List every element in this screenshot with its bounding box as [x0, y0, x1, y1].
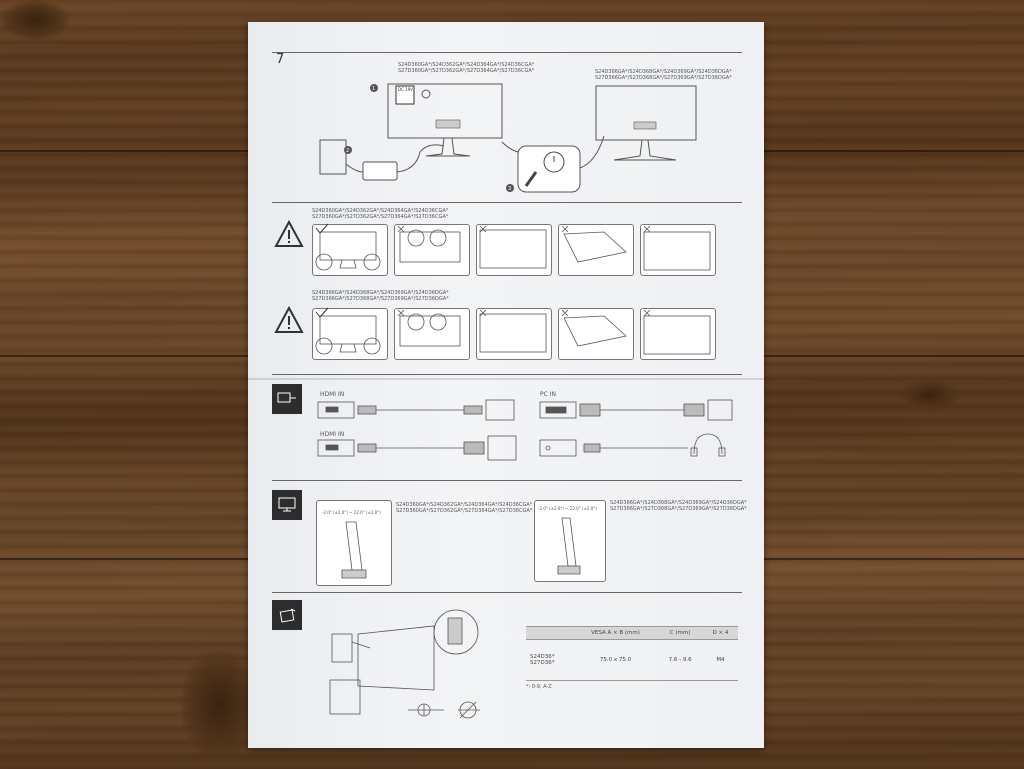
- handling-models-label-1: S24D360GA*/S24D362GA*/S24D364GA*/S24D36C…: [312, 208, 449, 220]
- table-row: S24D36* S27D36* 75.0 x 75.0 7.6 - 9.6 M4: [526, 639, 738, 681]
- instruction-sheet: 7 S24D360GA*/S24D362GA*/S24D364GA*/S24D3…: [248, 22, 764, 748]
- table-header-cell: VESA A × B (mm): [573, 626, 658, 640]
- tilt-angle-right: -2.0° (±2.0°) ~ 22.0° (±2.0°): [538, 506, 597, 511]
- tilt-models-right: S24D366GA*/S24D368GA*/S24D369GA*/S24D36D…: [610, 500, 747, 512]
- models-left-label: S24D360GA*/S24D362GA*/S24D364GA*/S24D36C…: [398, 62, 535, 74]
- handling-models-label-2: S24D366GA*/S24D368GA*/S24D369GA*/S24D36D…: [312, 290, 449, 302]
- paper-fold: [248, 378, 764, 380]
- hdmi-label-2: HDMI IN: [320, 431, 345, 438]
- section-rule: [272, 374, 742, 375]
- table-cell-vesa: 75.0 x 75.0: [573, 639, 658, 681]
- table-header-cell: [526, 626, 574, 640]
- cable-diagrams: [317, 399, 733, 461]
- handling-step-correct: [312, 224, 388, 276]
- step-1-marker: 1: [372, 86, 375, 92]
- section-rule: [272, 480, 742, 481]
- vesa-spec-table: VESA A × B (mm) C (mm) D × 4 S24D36* S27…: [526, 626, 738, 681]
- table-header-cell: C (mm): [657, 626, 703, 640]
- wood-knot: [180, 650, 260, 760]
- wall-mount-section-icon: [272, 600, 302, 630]
- pc-label: PC IN: [540, 391, 556, 398]
- handling-step-wrong-2: [476, 224, 552, 276]
- table-header-row: VESA A × B (mm) C (mm) D × 4: [526, 626, 738, 640]
- step-2-marker: 2: [346, 148, 349, 154]
- warning-icon: [274, 219, 304, 247]
- models-right-label: S24D366GA*/S24D368GA*/S24D369GA*/S24D36D…: [595, 69, 732, 81]
- hdmi-label-1: HDMI IN: [320, 391, 345, 398]
- handling-step-wrong-8: [640, 308, 716, 360]
- tilt-models-left: S24D360GA*/S24D362GA*/S24D364GA*/S24D36C…: [396, 502, 533, 514]
- table-header-cell: D × 4: [702, 626, 738, 640]
- section-rule: [272, 202, 742, 203]
- power-connection-diagram: 1 2 3 DC 19V: [319, 83, 697, 193]
- tilt-section-icon: [272, 490, 302, 520]
- tilt-sketches: [341, 517, 581, 579]
- warning-icon: [274, 305, 304, 333]
- section-rule: [272, 592, 742, 593]
- table-cell-d: M4: [702, 639, 738, 681]
- handling-step-wrong-6: [476, 308, 552, 360]
- handling-step-correct-2: [312, 308, 388, 360]
- table-cell-c: 7.6 - 9.6: [657, 639, 703, 681]
- tilt-angle-left: -2.0° (±2.0°) ~ 22.0° (±2.0°): [322, 510, 381, 515]
- wood-knot: [0, 0, 70, 40]
- dc-label: DC 19V: [398, 87, 413, 92]
- page-number: 7: [276, 52, 285, 67]
- step-3-marker: 3: [508, 186, 511, 192]
- wall-mount-diagram: [329, 609, 480, 719]
- handling-diagram-sketches: [315, 223, 711, 355]
- table-footnote: *: 0-9, A-Z: [526, 684, 552, 690]
- connection-section-icon: [272, 384, 302, 414]
- wood-knot: [900, 380, 960, 410]
- table-cell-models: S24D36* S27D36*: [526, 639, 574, 681]
- header-rule: [272, 52, 742, 53]
- handling-step-wrong-4: [640, 224, 716, 276]
